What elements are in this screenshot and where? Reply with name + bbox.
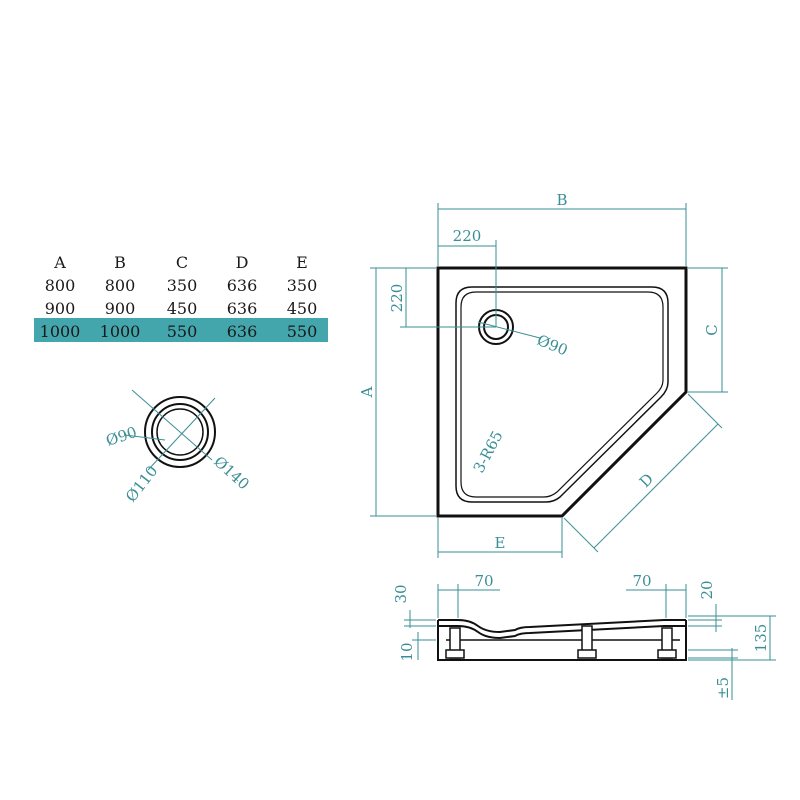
dim-drain-offset-x: 220 (453, 227, 482, 245)
table-cell: 450 (287, 299, 318, 318)
dim-drain-offset-y: 220 (388, 284, 406, 313)
side-foot-right-base (657, 649, 677, 659)
dim-right-rim: 20 (698, 580, 716, 599)
header-e: E (296, 253, 308, 272)
side-tray-top-profile (438, 619, 686, 634)
drain-inner-ring (156, 408, 204, 456)
drain-middle-ring (151, 403, 209, 461)
size-table: A B C D E 800 800 350 636 350 900 900 45… (34, 253, 328, 342)
table-cell: 636 (227, 299, 258, 318)
dim-c-label: C (703, 324, 721, 335)
table-cell: 1000 (100, 322, 141, 341)
table-cell: 550 (287, 322, 318, 341)
drain-inner-diameter: Ø90 (104, 423, 139, 450)
tray-inner-basin (455, 286, 669, 503)
table-cell: 900 (45, 299, 76, 318)
dim-rim-height: 30 (392, 584, 410, 603)
table-cell: 636 (227, 322, 258, 341)
drain-diameter-line-1 (131, 389, 213, 461)
table-cell: 350 (287, 276, 318, 295)
side-view: 70 70 30 10 20 135 (392, 572, 776, 700)
dim-total-height: 135 (752, 624, 770, 653)
highlighted-row-band (34, 318, 328, 342)
dim-e-label: E (495, 534, 506, 552)
header-a: A (53, 253, 66, 272)
table-cell: 1000 (40, 322, 81, 341)
table-cell: 900 (105, 299, 136, 318)
table-cell: 450 (167, 299, 198, 318)
side-foot-left-base (445, 649, 465, 659)
table-cell: 350 (167, 276, 198, 295)
dim-a-label: A (358, 386, 376, 398)
table-cell: 800 (45, 276, 76, 295)
plan-view: B 220 A 220 Ø90 C D E 3-R65 (358, 191, 728, 558)
table-cell: 800 (105, 276, 136, 295)
table-cell: 636 (227, 276, 258, 295)
dim-d-ext-bottom (563, 517, 599, 553)
drain-detail: Ø90 Ø110 Ø140 (104, 389, 253, 505)
drain-outer-ring (144, 396, 216, 468)
dim-right-edge: 70 (632, 572, 651, 590)
table-cell: 550 (167, 322, 198, 341)
drain-diameter-line-3 (124, 434, 166, 441)
dim-left-edge: 70 (474, 572, 493, 590)
drain-diameter-line-2 (147, 397, 216, 471)
dim-adjustment: ±5 (714, 677, 732, 699)
header-b: B (114, 253, 126, 272)
header-d: D (236, 253, 249, 272)
dim-d-line (593, 423, 719, 549)
dim-foot-height: 10 (398, 642, 416, 661)
side-foot-center (581, 625, 593, 653)
drain-middle-diameter: Ø110 (122, 462, 161, 505)
drain-outer-diameter: Ø140 (210, 453, 252, 494)
side-foot-center-base (577, 649, 597, 659)
header-c: C (176, 253, 188, 272)
dim-d-ext-top (687, 393, 723, 429)
plan-drain-leader (477, 321, 541, 339)
tray-inner-basin-offset (460, 291, 664, 498)
dim-b-label: B (556, 191, 567, 209)
